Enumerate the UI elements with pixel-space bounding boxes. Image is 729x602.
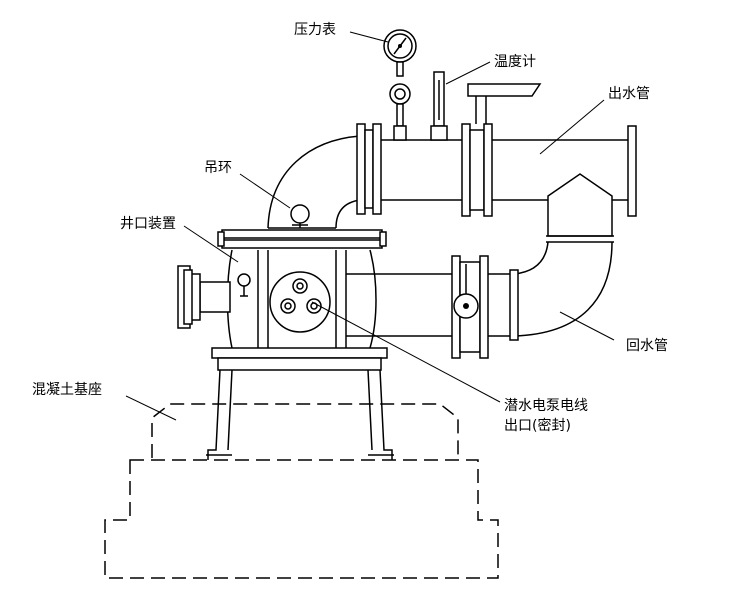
label-lifting-ring: 吊环 [204, 160, 232, 176]
label-cable-outlet-line2: 出口(密封) [504, 418, 571, 434]
outlet-elbow [267, 135, 361, 229]
cable-outlet-plate [269, 271, 331, 333]
label-concrete-base: 混凝土基座 [32, 382, 102, 398]
wellhead-base-legs [206, 347, 394, 460]
outlet-pipe [356, 123, 637, 217]
label-wellhead-device: 井口装置 [120, 216, 176, 232]
return-elbow [513, 173, 614, 337]
concrete-base-outline [104, 403, 499, 579]
label-thermometer: 温度计 [494, 54, 536, 70]
label-outlet-pipe: 出水管 [608, 86, 650, 102]
wellhead-body [217, 227, 387, 349]
outlet-valve-handle [467, 83, 542, 124]
thermometer [430, 71, 448, 141]
pressure-gauge [383, 29, 417, 141]
return-pipe [346, 255, 519, 359]
label-cable-outlet-line1: 潜水电泵电线 [504, 398, 588, 414]
label-pressure-gauge: 压力表 [294, 22, 336, 38]
label-return-pipe: 回水管 [626, 338, 668, 354]
leader-lines [125, 31, 615, 421]
left-side-stub-pipe [177, 265, 231, 329]
lifting-ring [290, 204, 310, 228]
